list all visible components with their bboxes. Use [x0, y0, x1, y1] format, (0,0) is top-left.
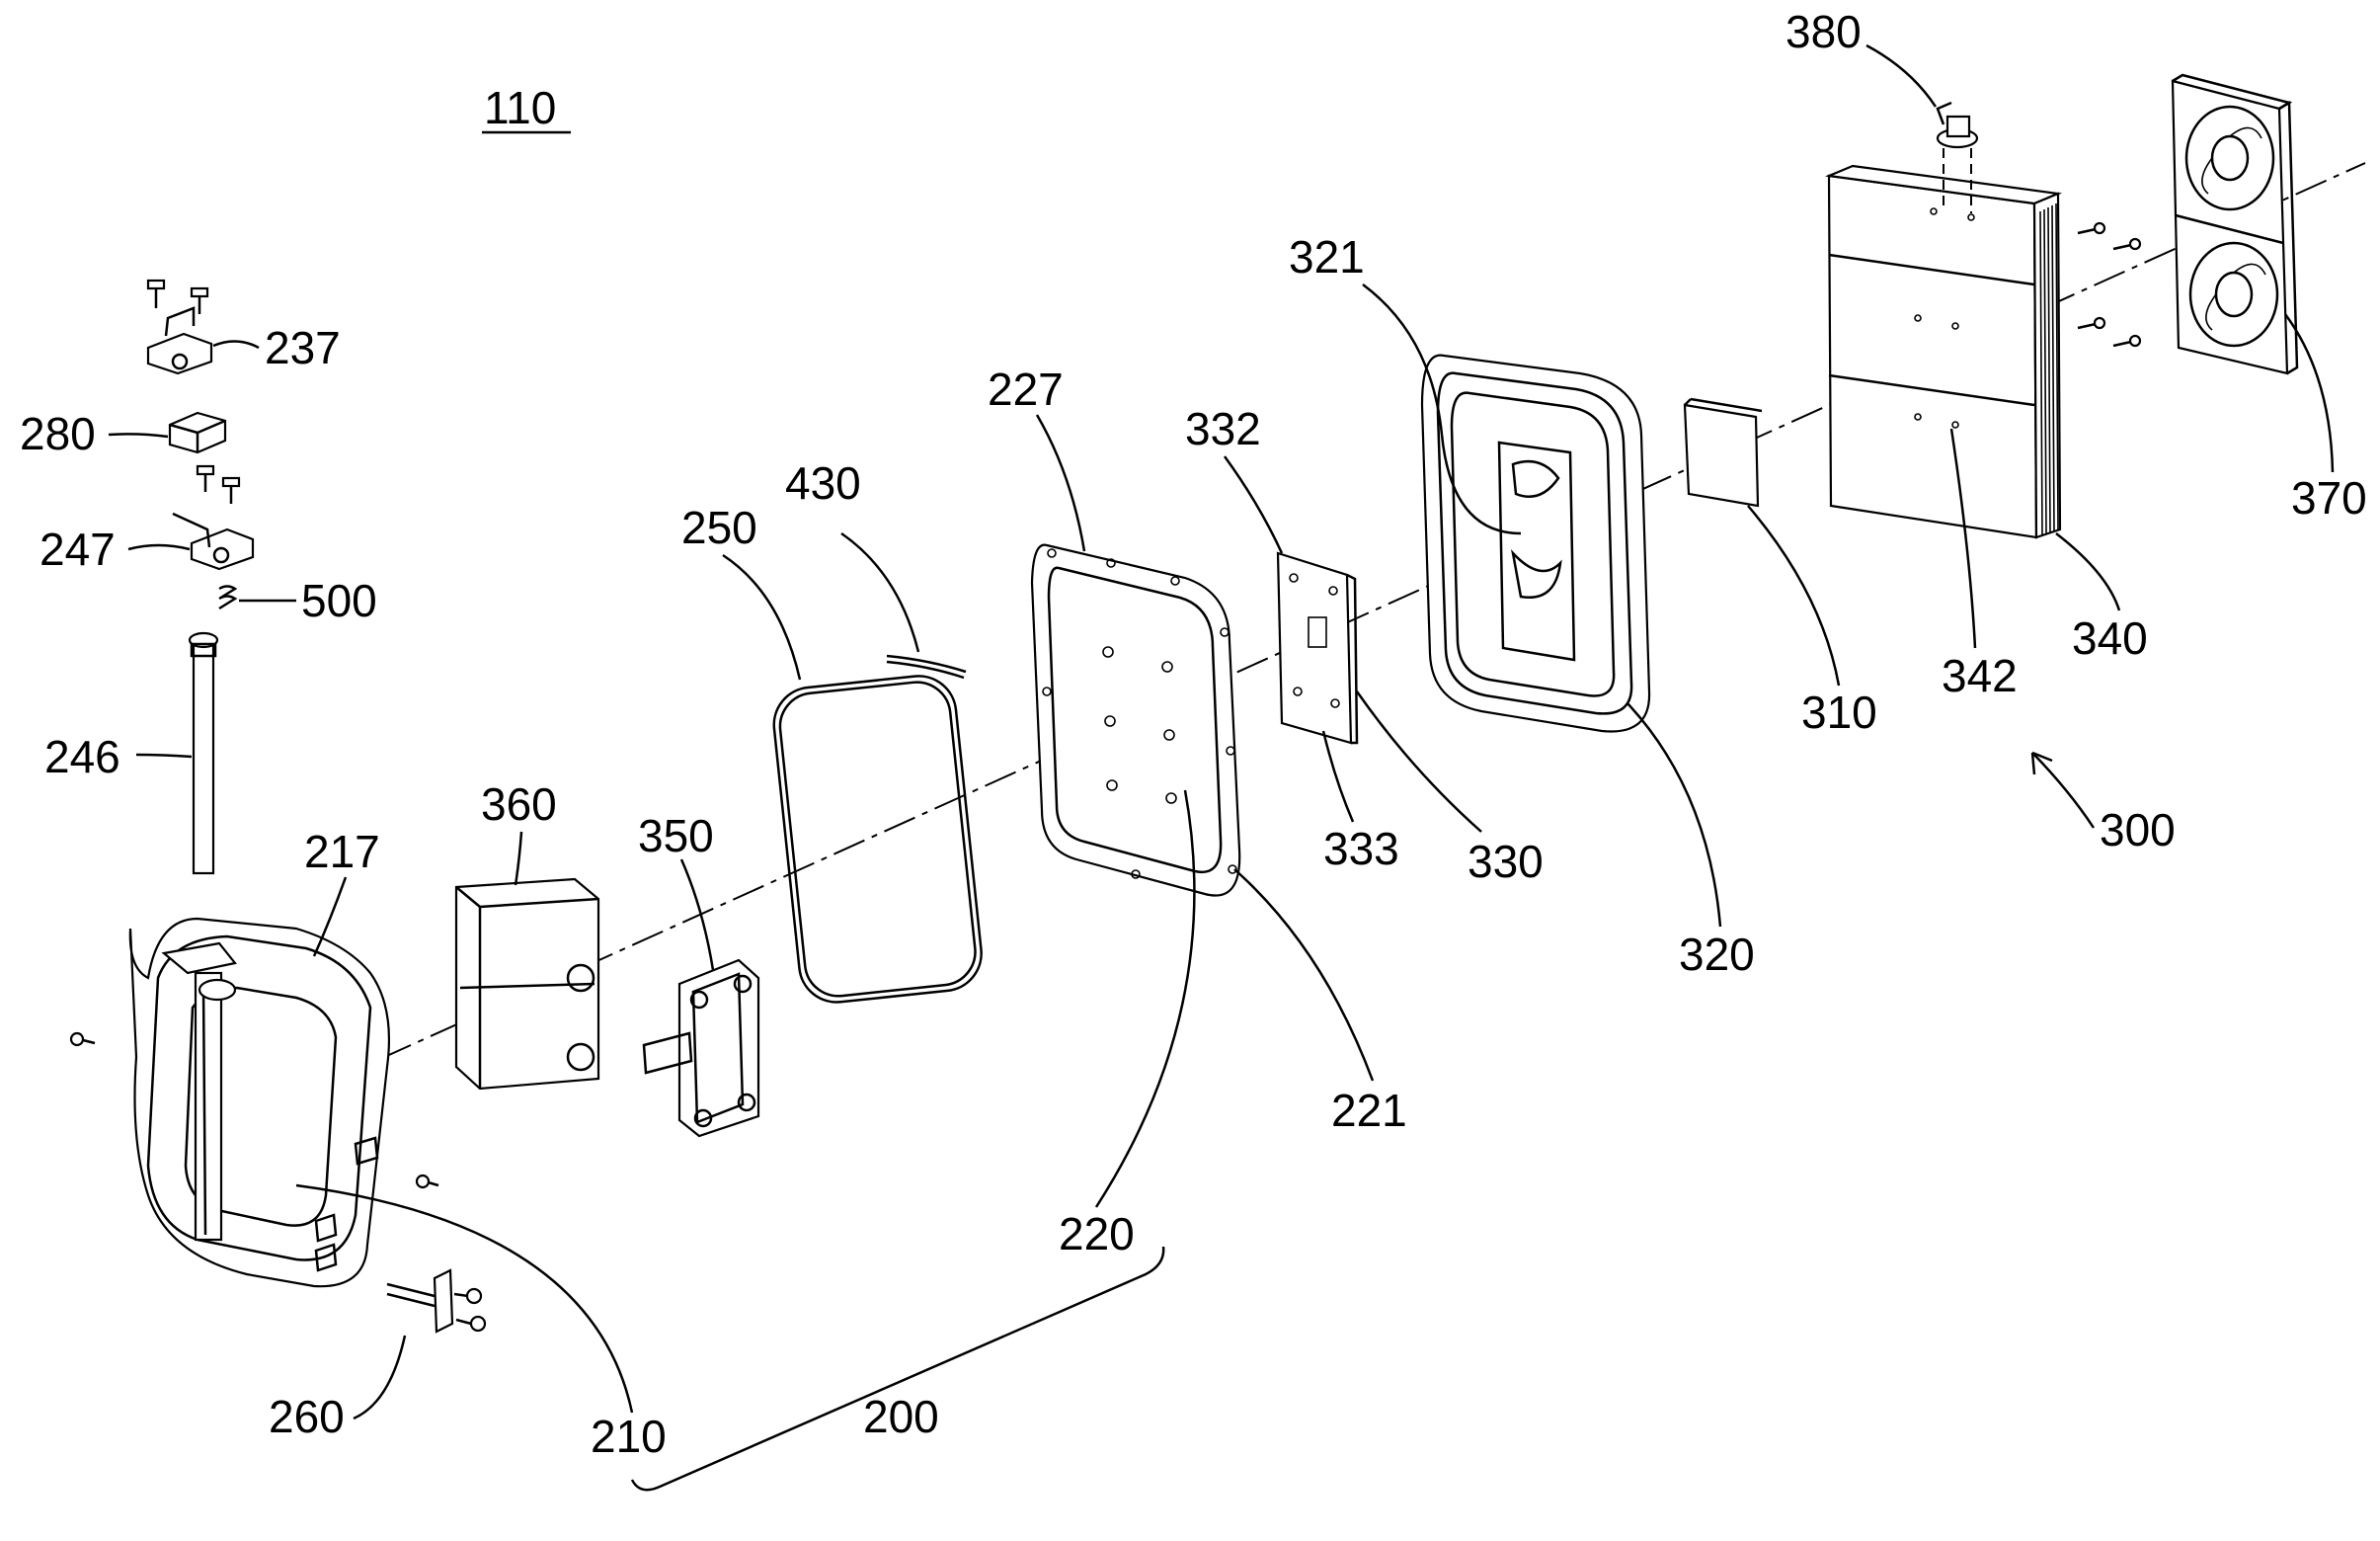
label-250: 250 — [681, 502, 757, 553]
label-210: 210 — [591, 1411, 667, 1462]
callout-320: 320 — [1626, 702, 1755, 980]
part-380-sensor — [1936, 101, 1979, 213]
callout-210: 210 — [295, 1183, 667, 1462]
label-333: 333 — [1323, 823, 1399, 874]
callout-380: 380 — [1785, 6, 1938, 108]
label-200: 200 — [863, 1391, 939, 1442]
label-350: 350 — [638, 810, 714, 861]
callout-330: 330 — [1355, 690, 1544, 887]
part-247-lower-bracket — [172, 464, 255, 571]
part-246-tube — [188, 631, 219, 875]
part-260-plate — [386, 1268, 487, 1334]
part-340-heat-sink — [1824, 164, 2063, 539]
figure-number: 110 — [484, 82, 556, 133]
callout-246: 246 — [44, 731, 193, 782]
part-360-electrical-box — [454, 877, 600, 1091]
callout-360: 360 — [481, 778, 557, 886]
housing-side-screw — [69, 1031, 439, 1189]
callout-220: 220 — [1059, 789, 1196, 1259]
part-310-thermal-pad — [1683, 397, 1763, 508]
label-300: 300 — [2100, 804, 2176, 855]
callout-340: 340 — [2055, 532, 2148, 664]
part-370-fan-assembly — [2171, 73, 2299, 375]
label-370: 370 — [2291, 472, 2367, 524]
label-220: 220 — [1059, 1208, 1135, 1259]
label-342: 342 — [1942, 650, 2018, 701]
part-210-tank-housing — [128, 917, 391, 1288]
callout-247: 247 — [40, 524, 191, 575]
part-350-heater-plate — [642, 958, 760, 1138]
callout-310: 310 — [1747, 505, 1877, 738]
callout-280: 280 — [20, 408, 169, 459]
fan-mounting-screws — [2077, 221, 2142, 348]
label-320: 320 — [1679, 929, 1755, 980]
callout-370: 370 — [2283, 313, 2367, 524]
part-330-circuit-board — [1276, 551, 1359, 745]
label-217: 217 — [304, 826, 380, 877]
label-380: 380 — [1785, 6, 1862, 57]
part-320-frame — [1420, 354, 1651, 733]
callout-332: 332 — [1185, 403, 1284, 554]
part-430-wire — [886, 654, 967, 680]
callout-237: 237 — [212, 322, 341, 373]
label-260: 260 — [269, 1391, 345, 1442]
label-330: 330 — [1468, 836, 1544, 887]
part-280-block — [168, 411, 227, 454]
callout-260: 260 — [269, 1335, 407, 1442]
part-220-cover — [1030, 543, 1241, 897]
part-500-spring — [218, 585, 238, 610]
label-221: 221 — [1331, 1085, 1407, 1136]
callout-333: 333 — [1321, 730, 1399, 874]
callout-342: 342 — [1942, 428, 2018, 701]
callout-221: 221 — [1233, 868, 1407, 1136]
label-247: 247 — [40, 524, 116, 575]
callout-350: 350 — [638, 810, 715, 971]
callout-300: 300 — [2030, 751, 2176, 855]
callout-227: 227 — [988, 364, 1086, 552]
label-321: 321 — [1289, 231, 1365, 283]
assembly-axis — [379, 162, 2366, 1060]
label-310: 310 — [1801, 687, 1877, 738]
label-360: 360 — [481, 778, 557, 830]
callout-217: 217 — [304, 826, 380, 957]
label-500: 500 — [301, 575, 377, 626]
label-227: 227 — [988, 364, 1064, 415]
label-237: 237 — [265, 322, 341, 373]
part-237-upper-bracket — [146, 279, 213, 375]
part-250-gasket — [772, 675, 983, 1004]
heat-sink-fins — [2039, 203, 2059, 536]
callout-500: 500 — [238, 575, 377, 626]
label-280: 280 — [20, 408, 96, 459]
label-430: 430 — [785, 457, 861, 509]
callout-250: 250 — [681, 502, 802, 681]
callout-200-bracket: 200 — [630, 1246, 1165, 1492]
label-340: 340 — [2072, 612, 2148, 664]
callout-430: 430 — [785, 457, 920, 653]
label-332: 332 — [1185, 403, 1261, 454]
label-246: 246 — [44, 731, 120, 782]
callout-321: 321 — [1289, 231, 1522, 535]
